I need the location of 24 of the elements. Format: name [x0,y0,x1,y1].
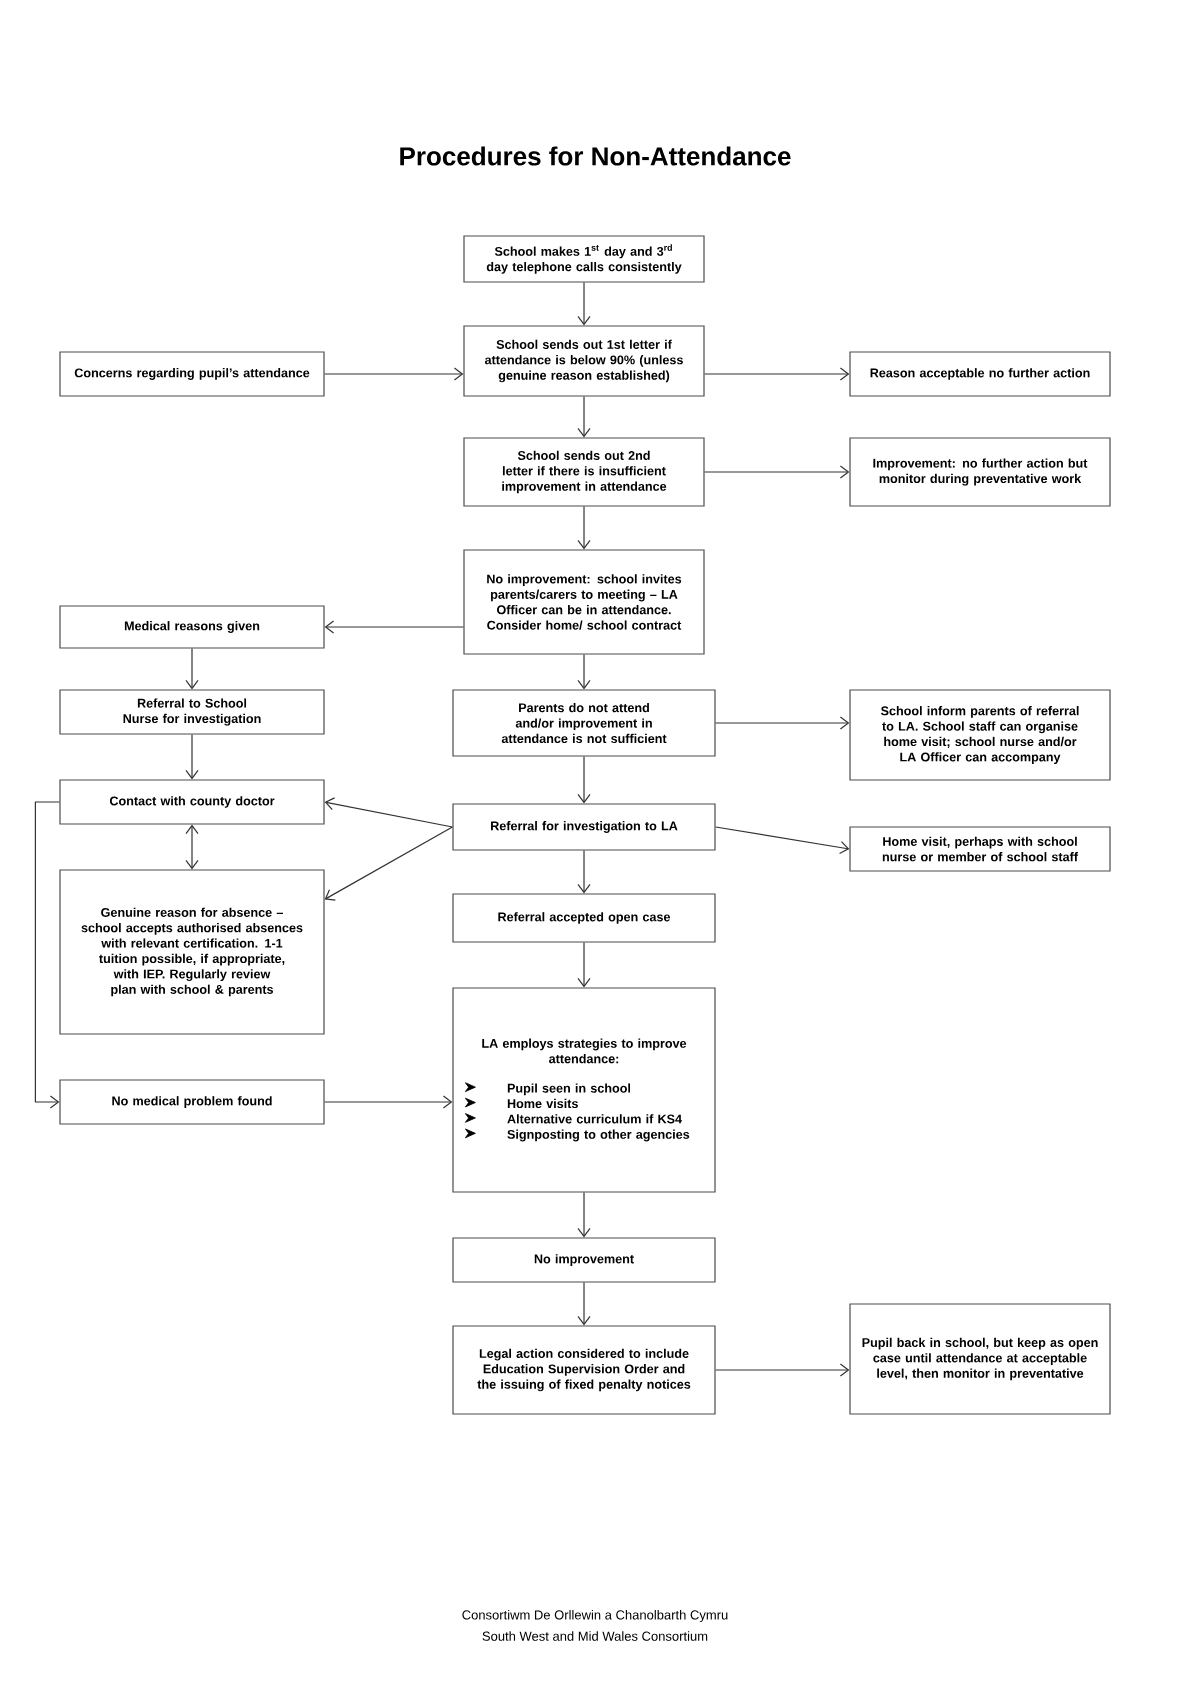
arrow [577,1282,591,1326]
arrow [577,506,591,550]
arrow [577,654,591,690]
arrow [324,1095,453,1109]
arrow [324,367,464,381]
arrow [704,367,850,381]
arrow [577,396,591,438]
arrow [324,620,464,634]
arrow [715,1363,850,1377]
arrow [715,826,850,855]
arrow [185,824,199,870]
arrow [185,734,199,780]
arrow [34,801,60,1109]
arrow [577,850,591,894]
arrow [577,1192,591,1238]
arrow [324,797,453,828]
arrow [324,826,453,901]
arrow [577,282,591,326]
arrow [577,942,591,988]
arrow [715,716,850,730]
title: Procedures for Non-Attendance [400,146,791,166]
arrow [577,756,591,804]
arrow [185,648,199,690]
arrow [704,465,850,479]
